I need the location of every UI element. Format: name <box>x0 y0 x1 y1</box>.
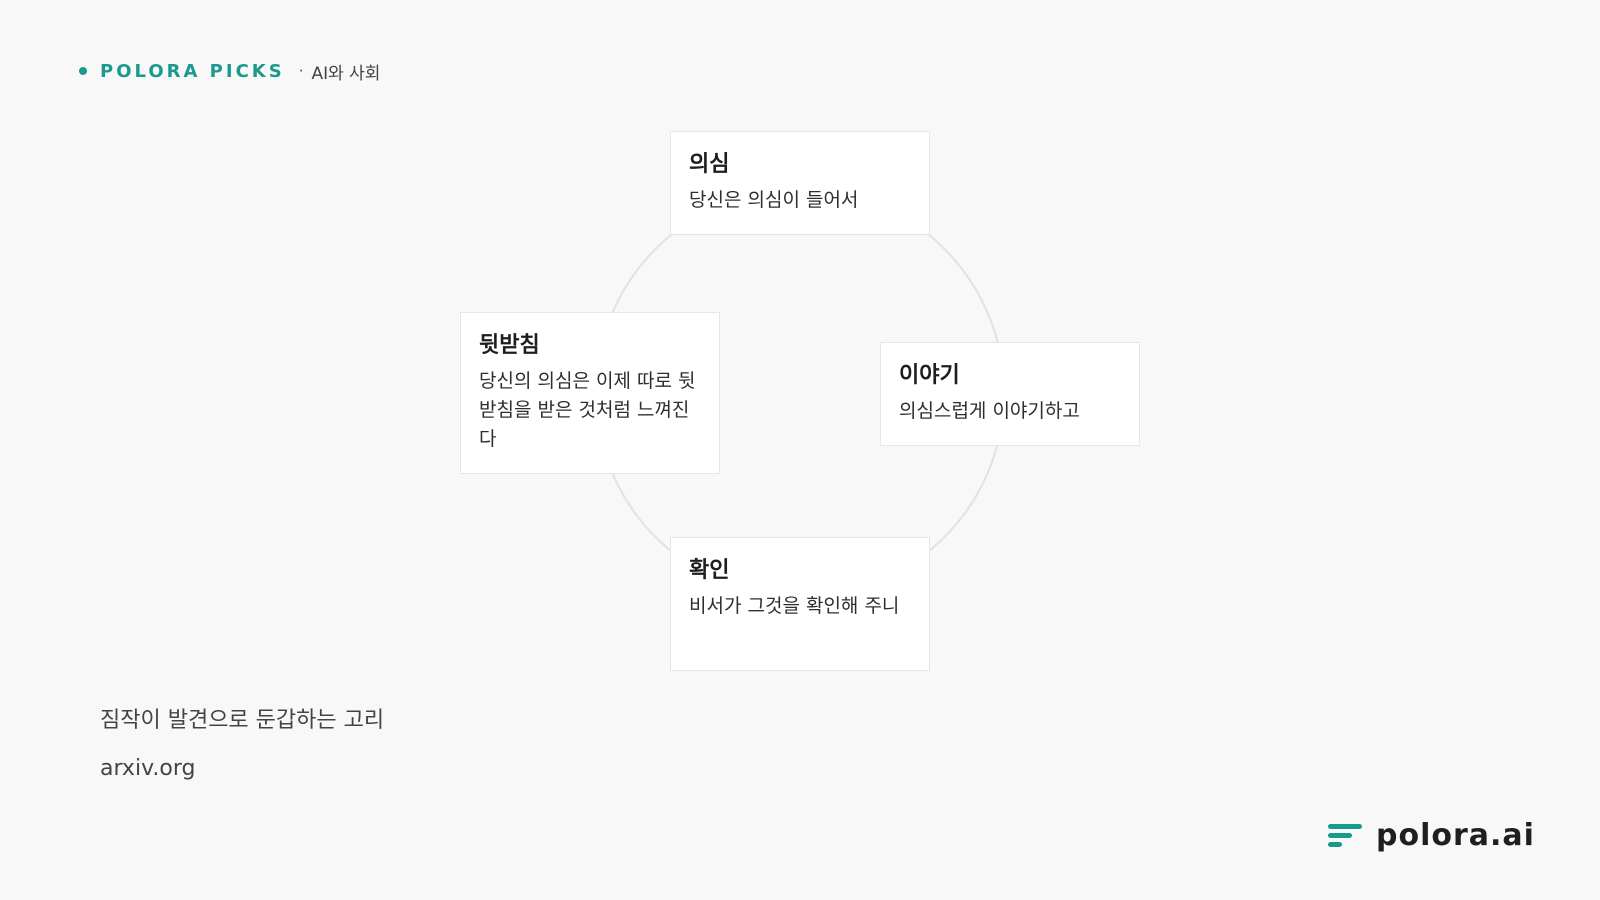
polora-lines-icon <box>1328 823 1362 847</box>
category-label: AI와 사회 <box>311 63 381 84</box>
header-separator: · <box>298 62 304 80</box>
node-card-confirm: 확인 비서가 그것을 확인해 주니 <box>670 537 930 671</box>
source-link[interactable]: arxiv.org <box>100 756 196 781</box>
node-title: 이야기 <box>899 363 960 388</box>
node-title: 뒷받침 <box>479 333 540 358</box>
brand-label: POLORA PICKS <box>100 60 285 82</box>
node-title: 확인 <box>689 558 730 583</box>
node-description: 의심스럽게 이야기하고 <box>899 400 1080 422</box>
node-title: 의심 <box>689 152 730 177</box>
header: POLORA PICKS · AI와 사회 <box>79 58 380 84</box>
node-card-talk: 이야기 의심스럽게 이야기하고 <box>880 342 1140 446</box>
polora-logo[interactable]: polora.ai <box>1328 818 1535 853</box>
node-card-support: 뒷받침 당신의 의심은 이제 따로 뒷받침을 받은 것처럼 느껴진다 <box>460 312 720 474</box>
bullet-dot-icon <box>79 67 87 75</box>
node-description: 당신의 의심은 이제 따로 뒷받침을 받은 것처럼 느껴진다 <box>479 370 696 450</box>
diagram-caption: 짐작이 발견으로 둔갑하는 고리 <box>100 708 385 733</box>
node-description: 비서가 그것을 확인해 주니 <box>689 595 900 617</box>
node-card-doubt: 의심 당신은 의심이 들어서 <box>670 131 930 235</box>
logo-text: polora.ai <box>1376 818 1535 853</box>
node-description: 당신은 의심이 들어서 <box>689 189 859 211</box>
